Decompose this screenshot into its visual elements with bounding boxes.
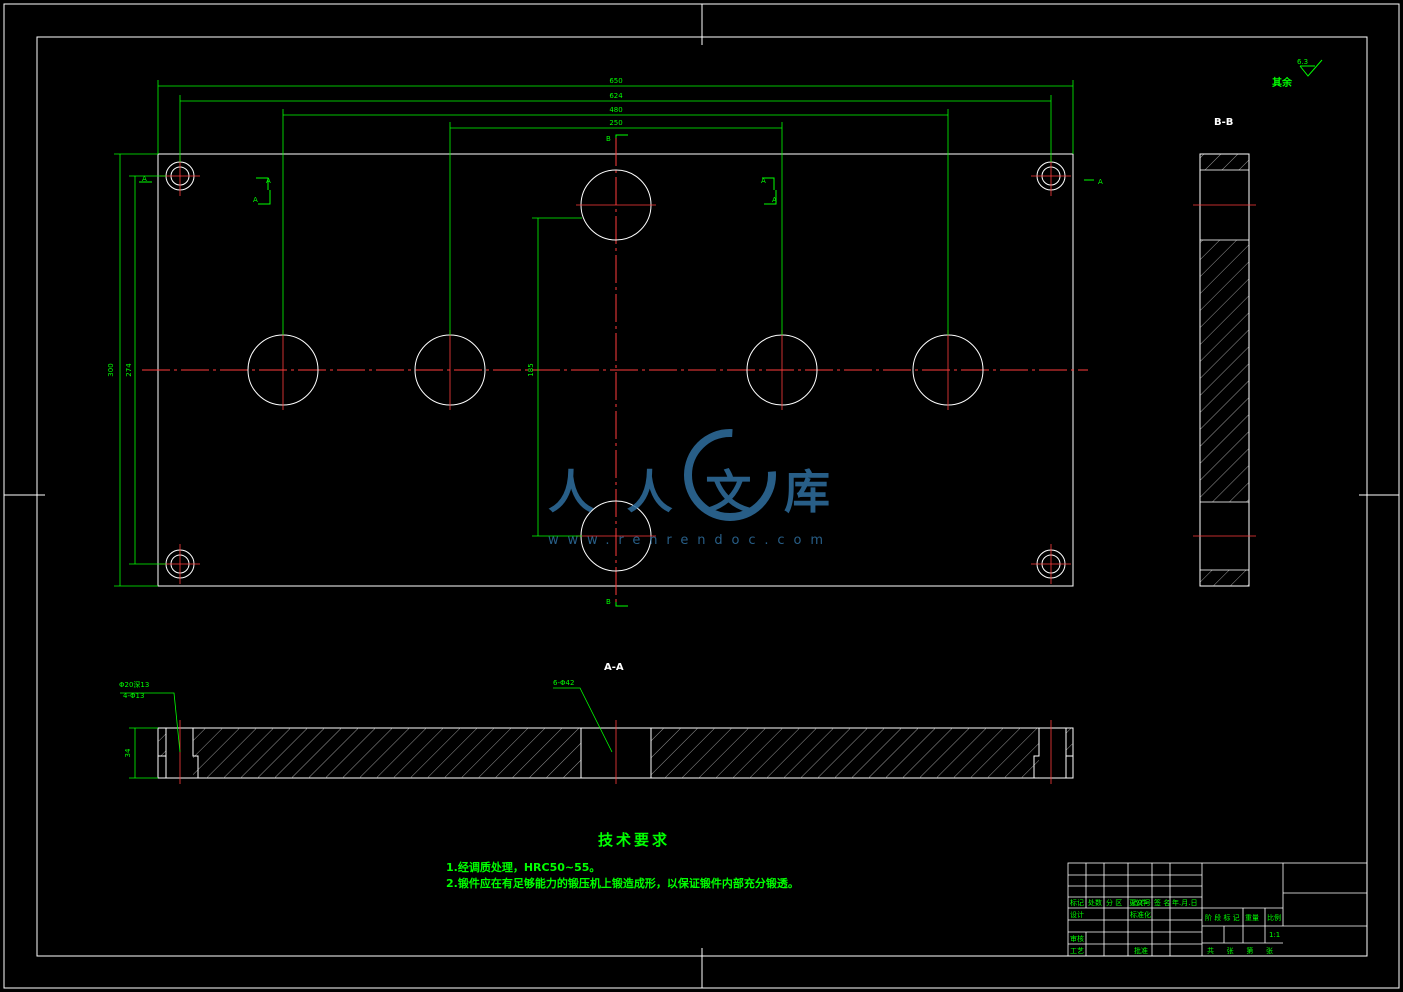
tb-date: 年.月.日 [1172, 898, 1197, 907]
tb-count: 处数 [1088, 898, 1102, 907]
dim-185: 185 [527, 363, 535, 376]
section-mark-b-bottom: B [606, 598, 611, 606]
surface-finish: 其余 6.3 [1272, 58, 1323, 89]
plan-view: 650 624 480 250 300 274 185 A A A A A [107, 77, 1103, 607]
tb-sign: 签 名 [1154, 898, 1170, 907]
hatch-aa-3 [158, 728, 166, 756]
dim-274: 274 [125, 363, 133, 377]
horizontal-dimensions [157, 80, 1074, 335]
section-mark-a-5: A [142, 175, 147, 183]
sheet-border [3, 3, 1400, 989]
technical-requirements: 技术要求 1.经调质处理，HRC50~55。 2.锻件应在有足够能力的锻压机上锻… [446, 831, 799, 890]
dim-34: 34 [124, 748, 132, 757]
tb-process: 工艺 [1070, 947, 1084, 955]
tech-item-1: 1.经调质处理，HRC50~55。 [446, 860, 600, 874]
hatch-aa-4 [1066, 728, 1073, 756]
section-mark-b-top: B [606, 135, 611, 143]
callout-corner-holes: 4-Φ13 [123, 692, 144, 700]
dim-650: 650 [609, 77, 622, 85]
callout-big-holes: 6-Φ42 [553, 679, 574, 687]
section-mark-a-6: A [1098, 178, 1103, 186]
tb-review: 审核 [1070, 934, 1084, 943]
section-bb-view: B-B [1193, 117, 1256, 587]
section-mark-a-4: A [772, 196, 777, 204]
tb-design: 设计 [1070, 910, 1084, 919]
dim-480: 480 [609, 106, 622, 114]
tb-scale-value: 1:1 [1269, 931, 1280, 939]
large-hole-centerlines [282, 204, 949, 537]
tb-approve: 批准 [1134, 946, 1148, 955]
vertical-dimensions [114, 153, 582, 587]
title-block-text: 标记 处数 分 区 更改文件号 签 名 年.月.日 设计 标准化 审核 工艺 批… [1070, 898, 1281, 955]
hatch-bb-middle [1199, 239, 1250, 503]
section-bb-title: B-B [1214, 117, 1233, 128]
hatch-bb-top [1199, 153, 1250, 171]
corner-hole-centerlines [160, 156, 1071, 584]
tb-mark: 标记 [1070, 898, 1084, 907]
watermark-logo-ring [684, 429, 776, 521]
section-mark-a-1: A [266, 177, 271, 185]
watermark-url: www.renrendoc.com [548, 533, 828, 548]
hatch-bb-bottom [1199, 569, 1250, 587]
section-mark-a-2: A [253, 196, 258, 204]
tb-sheets: 共 张 第 张 [1207, 946, 1273, 955]
hatch-aa-2 [651, 728, 1039, 778]
dim-300: 300 [107, 363, 115, 376]
tb-file: 更改文件号 [1129, 898, 1151, 907]
center-lines [142, 138, 1088, 604]
watermark: 人人文库 www.renrendoc.com [548, 429, 830, 548]
dim-624: 624 [609, 92, 623, 100]
dim-250: 250 [609, 119, 622, 127]
title-block [1067, 862, 1368, 957]
section-mark-a-3: A [761, 177, 766, 185]
tb-scale: 比例 [1267, 913, 1281, 922]
tb-stage: 阶 段 标 记 [1205, 913, 1240, 922]
section-aa-view: A-A 34 [119, 662, 1074, 784]
surface-finish-value: 6.3 [1297, 58, 1308, 66]
tb-zone: 分 区 [1106, 898, 1122, 907]
tb-standardize: 标准化 [1130, 910, 1151, 919]
roughness-symbol [1299, 59, 1323, 77]
surface-finish-label: 其余 [1272, 76, 1293, 89]
hatch-aa-1 [193, 728, 581, 778]
section-marks-a [139, 177, 1094, 205]
section-aa-title: A-A [604, 662, 624, 673]
tech-item-2: 2.锻件应在有足够能力的锻压机上锻造成形，以保证锻件内部充分锻透。 [446, 876, 799, 890]
section-marks-b [615, 134, 628, 607]
tb-weight: 重量 [1245, 914, 1259, 922]
tech-title: 技术要求 [598, 831, 670, 849]
callout-counterbore: Φ20深13 [119, 680, 149, 689]
